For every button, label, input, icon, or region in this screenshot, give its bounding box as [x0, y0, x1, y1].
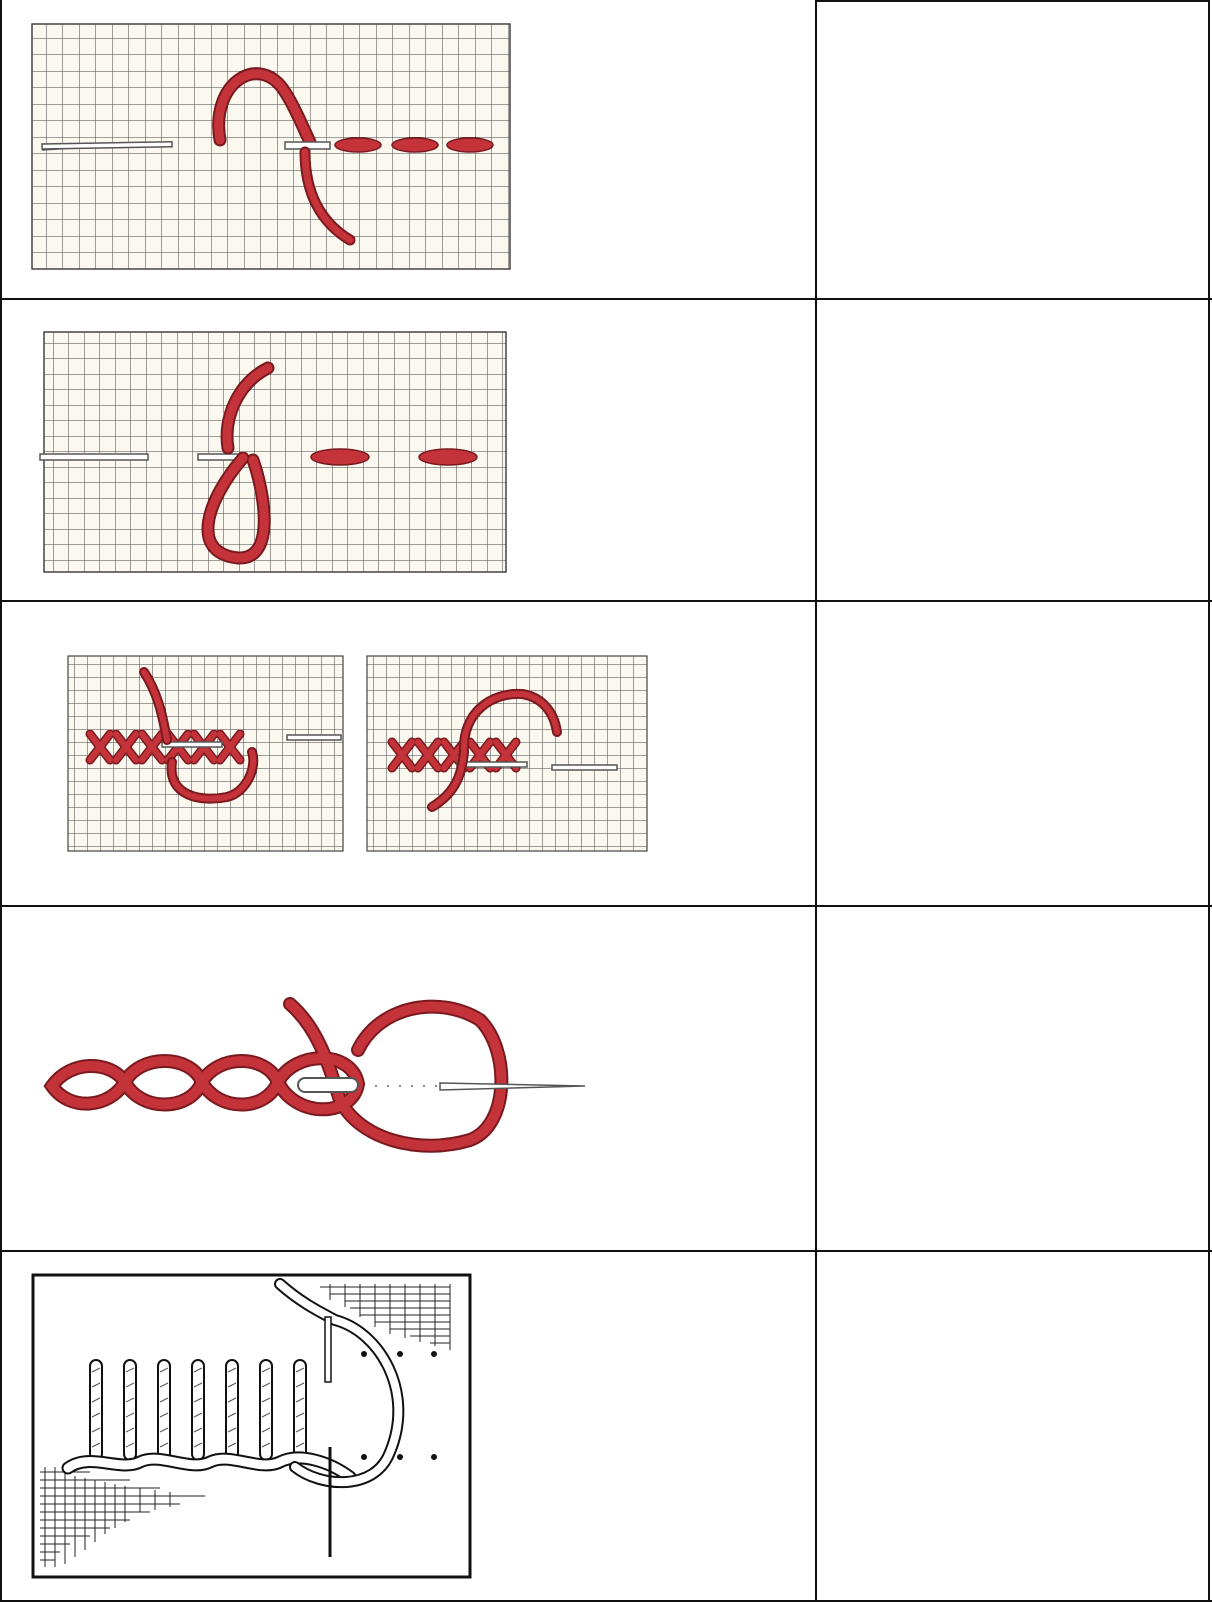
table-left-border	[0, 0, 2, 1602]
spaced-running-stitch-illustration	[38, 328, 518, 583]
column-divider	[815, 0, 817, 1602]
chain-stitch-illustration	[40, 990, 600, 1180]
row-divider	[0, 1250, 1212, 1252]
table-top-border	[815, 0, 1210, 2]
running-stitch-illustration	[30, 22, 520, 277]
cross-stitch-illustration	[62, 652, 662, 862]
blanket-stitch-illustration	[30, 1272, 475, 1582]
row-divider	[0, 905, 1212, 907]
row-divider	[0, 600, 1212, 602]
table-right-border	[1208, 0, 1210, 1602]
row-divider	[0, 298, 1212, 300]
